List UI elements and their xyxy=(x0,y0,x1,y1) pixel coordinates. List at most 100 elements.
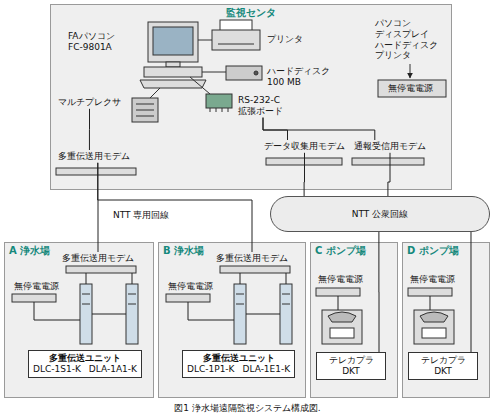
multiplexer xyxy=(136,110,154,111)
transmission-unit xyxy=(80,284,92,344)
device-label: FAパソコン FC-9801A xyxy=(66,30,130,54)
wire xyxy=(86,273,87,284)
transmission-unit xyxy=(128,304,136,305)
device-label: RS-232-C 拡張ボード xyxy=(236,94,290,118)
label-text: 多重伝送ユニット xyxy=(33,353,137,364)
device-label: 無停電電源 xyxy=(12,280,61,293)
telecoupler xyxy=(322,310,362,344)
figure-caption: 図1 浄水場遠隔監視システム構成図. xyxy=(0,402,495,415)
label-text: NTT 公衆回線 xyxy=(352,209,408,220)
expansion-board xyxy=(216,108,217,112)
pump-equipment xyxy=(408,288,454,344)
wire xyxy=(92,314,126,315)
device-label: 無停電電源 xyxy=(166,280,215,293)
device-label: テレカプラ DKT xyxy=(316,352,386,380)
connector-line xyxy=(470,232,471,352)
label-text: 多重伝送ユニット xyxy=(187,353,290,364)
printer xyxy=(212,30,260,50)
printer xyxy=(218,44,254,45)
ups-unit xyxy=(12,294,56,302)
device-label: 多重伝送ユニットDLC-1P1-K DLA-1E1-K xyxy=(182,350,295,378)
label-text: 無停電電源 xyxy=(168,281,213,292)
modem xyxy=(66,266,136,273)
transmission-unit xyxy=(82,294,90,295)
hard-disk xyxy=(226,66,262,80)
device-label: 無停電電源 xyxy=(386,82,435,95)
label-text: データ収集用モデム xyxy=(264,141,345,152)
hard-disk xyxy=(254,71,258,75)
connector-line xyxy=(378,232,379,352)
device-label: データ収集用モデム xyxy=(262,140,347,153)
label-text: 通報受信用モデム xyxy=(354,141,426,152)
ups-unit xyxy=(410,64,411,78)
ups-unit xyxy=(12,294,56,302)
label-text: DLA-1A1-K xyxy=(89,364,137,375)
annotation-label: パソコン ディスプレイ ハードディスク プリンタ xyxy=(374,18,440,61)
multiplexer xyxy=(136,116,154,117)
computer xyxy=(144,67,202,77)
annotation-label: ハードディスク 100 MB xyxy=(266,66,330,88)
multiplexer xyxy=(132,98,158,122)
label-text: DLA-1E1-K xyxy=(243,364,291,375)
label-text: 無停電電源 xyxy=(318,274,363,285)
modem xyxy=(352,158,424,165)
device-label: テレカプラ DKT xyxy=(408,352,478,380)
telecoupler xyxy=(322,310,362,344)
hard-disk xyxy=(226,66,262,80)
modem xyxy=(56,168,136,175)
telecoupler xyxy=(328,312,356,322)
wire xyxy=(338,296,339,310)
cable xyxy=(198,40,212,41)
ups-unit xyxy=(378,80,446,97)
label-text: 無停電電源 xyxy=(410,274,455,285)
computer xyxy=(148,22,198,62)
label-text: 多重伝送用モデム xyxy=(62,253,134,264)
device-label: 多重伝送用モデム xyxy=(56,150,132,163)
device-label: 通報受信用モデム xyxy=(352,140,428,153)
expansion-board xyxy=(210,108,211,112)
cable xyxy=(202,72,226,73)
label-text: 無停電電源 xyxy=(388,83,433,94)
device-label: 多重伝送ユニットDLC-1S1-K DLA-1A1-K xyxy=(28,350,142,378)
expansion-board xyxy=(206,94,232,108)
annotation-label: NTT 専用回線 xyxy=(112,210,170,221)
label-text: テレカプラ DKT xyxy=(326,355,376,377)
wire xyxy=(338,296,339,310)
modem xyxy=(66,266,136,273)
pump-equipment xyxy=(316,288,362,344)
multiplexer xyxy=(136,104,154,105)
ups-unit xyxy=(316,288,360,296)
label-text: C ポンプ場 xyxy=(311,243,397,259)
network-cloud: NTT 公衆回線 xyxy=(270,196,490,232)
label-text: テレカプラ DKT xyxy=(418,355,468,377)
device-label: 多重伝送用モデム xyxy=(60,252,136,265)
device-label: 多重伝送用モデム xyxy=(214,252,290,265)
transmission-unit xyxy=(126,284,138,344)
label-text: D ポンプ場 xyxy=(403,243,489,259)
label-text: RS-232-C 拡張ボード xyxy=(238,95,288,117)
device-label: 無停電電源 xyxy=(408,273,457,286)
expansion-board xyxy=(222,108,223,112)
wire xyxy=(132,273,133,284)
label-text: DLC-1P1-K xyxy=(187,364,235,375)
computer xyxy=(153,27,193,55)
transmission-unit xyxy=(82,304,90,305)
device-label: 無停電電源 xyxy=(316,273,365,286)
ups-unit xyxy=(316,288,360,296)
label-text: マルチプレクサ xyxy=(58,97,121,108)
multiplexer xyxy=(132,98,158,122)
label-text: DLC-1S1-K xyxy=(33,364,81,375)
label-text: 多重伝送用モデム xyxy=(58,151,130,162)
device-label: マルチプレクサ xyxy=(56,96,123,109)
expansion-board xyxy=(228,108,229,112)
label-text: 無停電電源 xyxy=(14,281,59,292)
telecoupler xyxy=(330,328,354,338)
label-text: FAパソコン FC-9801A xyxy=(68,31,128,53)
transmission-unit xyxy=(128,294,136,295)
computer xyxy=(140,80,206,88)
label-text: 多重伝送用モデム xyxy=(216,253,288,264)
computer xyxy=(166,62,180,67)
annotation-label: プリンタ xyxy=(266,34,304,45)
connector-line xyxy=(89,109,90,150)
